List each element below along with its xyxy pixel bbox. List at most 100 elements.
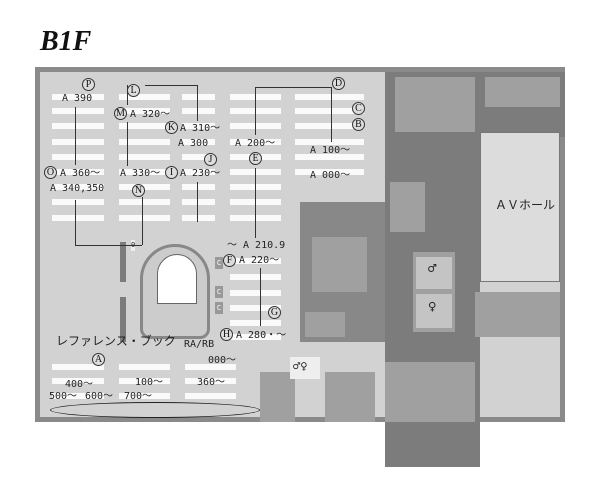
bookshelf — [230, 139, 281, 145]
bookshelf — [230, 274, 281, 280]
bookshelf — [182, 154, 215, 160]
bookshelf — [52, 393, 104, 399]
room — [485, 77, 560, 107]
stairs[interactable] — [260, 372, 295, 422]
bookshelf — [52, 378, 104, 384]
call-number-label: 〜 A 210.9 — [227, 240, 286, 251]
bookshelf — [230, 334, 281, 340]
stairs[interactable] — [390, 182, 425, 232]
call-number-label: A 390 — [62, 93, 93, 104]
location-marker-p[interactable]: P — [82, 78, 95, 91]
bookshelf — [182, 94, 215, 100]
reference-book-label: レファレンス・ブック — [56, 334, 176, 348]
class-number-label: 500〜 — [49, 391, 78, 402]
restroom-male — [416, 257, 452, 289]
call-number-label: A 310〜 — [180, 123, 221, 134]
route-arrow — [255, 87, 256, 135]
route-arrow — [197, 85, 198, 121]
bookshelf — [295, 169, 364, 175]
location-marker-c[interactable]: C — [352, 102, 365, 115]
bookshelf — [182, 108, 215, 114]
floor-map: ＡＶホール ♂ ♀ ♂♀ 0 C C C A 390 A 320〜 A 310〜… — [35, 67, 565, 467]
av-hall-label: ＡＶホール — [495, 198, 556, 212]
class-number-label: 700〜 — [124, 391, 153, 402]
floor-title: B1F — [40, 26, 92, 57]
bookshelf — [119, 169, 170, 175]
bookshelf — [119, 215, 170, 221]
location-marker-n[interactable]: N — [132, 184, 145, 197]
elevator — [312, 237, 367, 292]
bookshelf — [185, 378, 236, 384]
bookshelf — [295, 94, 364, 100]
call-number-label: A 280・〜 — [236, 330, 287, 341]
bookshelf — [52, 154, 104, 160]
location-marker-j[interactable]: J — [204, 153, 217, 166]
call-number-label: A 300 — [178, 138, 209, 149]
call-number-label: A 000〜 — [310, 170, 351, 181]
location-marker-b[interactable]: B — [352, 118, 365, 131]
location-marker-i[interactable]: I — [165, 166, 178, 179]
staircase-well — [157, 254, 197, 304]
bookshelf — [52, 199, 104, 205]
location-marker-h[interactable]: H — [220, 328, 233, 341]
location-marker-f[interactable]: F — [223, 254, 236, 267]
bookshelf — [119, 393, 170, 399]
copier-icon[interactable]: C — [215, 286, 223, 298]
call-number-label: A 330〜 — [120, 168, 161, 179]
restroom-female — [416, 294, 452, 328]
location-marker-g[interactable]: G — [268, 306, 281, 319]
call-number-label: A 340,350 — [50, 183, 105, 194]
call-number-label: A 200〜 — [235, 138, 276, 149]
bookshelf — [182, 215, 215, 221]
bookshelf — [230, 290, 281, 296]
bookshelf — [182, 169, 215, 175]
location-marker-o[interactable]: O — [44, 166, 57, 179]
route-arrow — [127, 122, 128, 166]
female-icon: ♀ — [428, 299, 437, 315]
bookshelf — [119, 108, 170, 114]
route-arrow — [197, 182, 198, 222]
bookshelf — [295, 139, 364, 145]
bookshelf — [182, 139, 215, 145]
bookshelf — [230, 258, 281, 264]
location-marker-m[interactable]: M — [114, 107, 127, 120]
room — [475, 292, 560, 337]
bookshelf — [52, 364, 104, 370]
room — [385, 362, 475, 422]
location-marker-a[interactable]: A — [92, 353, 105, 366]
bookshelf — [182, 199, 215, 205]
room — [395, 77, 475, 132]
location-marker-k[interactable]: K — [165, 121, 178, 134]
route-arrow — [331, 87, 332, 142]
call-number-label: A 320〜 — [130, 109, 171, 120]
location-marker-e[interactable]: E — [249, 152, 262, 165]
bookshelf — [52, 184, 104, 190]
restroom-icon: ♂♀ — [293, 359, 308, 373]
call-number-label: A 100〜 — [310, 145, 351, 156]
ra-rb-label: RA/RB — [184, 339, 215, 350]
bookshelf — [52, 108, 104, 114]
bookshelf — [52, 94, 104, 100]
class-number-label: 600〜 — [85, 391, 114, 402]
route-arrow — [255, 87, 332, 88]
copier-icon[interactable]: C — [215, 257, 223, 269]
call-number-label: A 360〜 — [60, 168, 101, 179]
route-arrow — [142, 197, 143, 245]
restroom — [290, 357, 320, 379]
bookshelf — [295, 123, 364, 129]
bookshelf — [119, 154, 170, 160]
copier-icon[interactable]: C — [215, 302, 223, 314]
bookshelf — [230, 320, 281, 326]
stairs[interactable] — [325, 372, 375, 422]
location-marker-l[interactable]: L — [127, 84, 140, 97]
bookshelf — [182, 184, 215, 190]
class-number-label: 000〜 — [208, 355, 237, 366]
pillar — [120, 242, 126, 282]
bookshelf — [52, 215, 104, 221]
av-hall[interactable] — [480, 132, 560, 282]
location-marker-d[interactable]: D — [332, 77, 345, 90]
route-arrow — [145, 85, 198, 86]
route-arrow — [75, 245, 142, 246]
class-number-label: 400〜 — [65, 379, 94, 390]
call-number-label: A 230〜 — [180, 168, 221, 179]
